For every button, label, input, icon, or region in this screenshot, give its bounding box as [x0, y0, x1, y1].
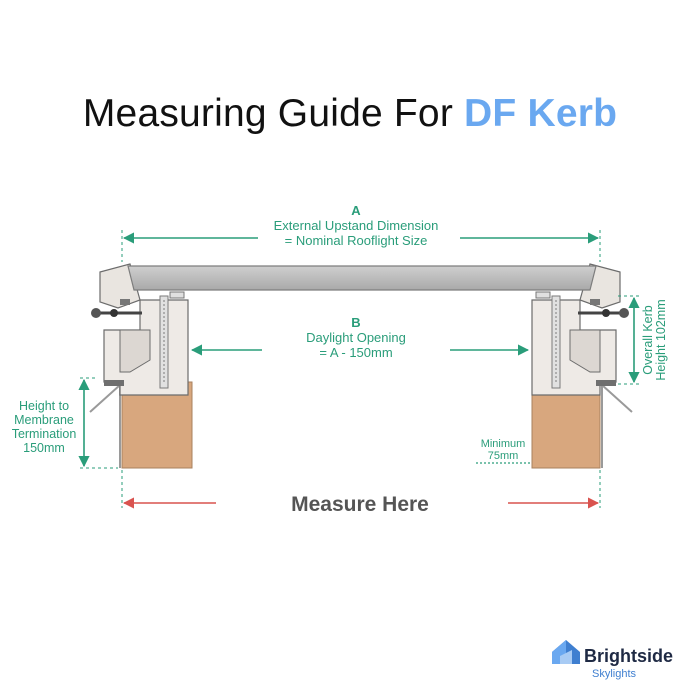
brand-name: Brightside: [584, 646, 673, 666]
title-accent: DF Kerb: [464, 92, 618, 135]
title-main: Measuring Guide For: [82, 92, 465, 135]
kerb-line2: Height 102mm: [654, 299, 668, 380]
brand-sub: Skylights: [592, 668, 637, 680]
measure-here-label: Measure Here: [291, 493, 429, 516]
membrane-line4: 150mm: [23, 441, 65, 455]
brightside-house-icon: [552, 640, 580, 664]
left-timber-upstand: [121, 381, 193, 469]
dimension-b-line2: = A - 150mm: [319, 345, 392, 360]
membrane-line1: Height to: [19, 399, 69, 413]
page-title: Measuring Guide For DF Kerb: [0, 92, 700, 136]
dimension-b-letter: B: [351, 315, 360, 330]
dimension-a-line2: = Nominal Rooflight Size: [285, 233, 428, 248]
minimum-line2: 75mm: [488, 450, 519, 462]
left-membrane: [89, 382, 121, 468]
minimum-line1: Minimum: [481, 438, 526, 450]
right-timber-upstand: [531, 381, 601, 469]
dimension-a-letter: A: [351, 203, 361, 218]
rooflight-glazing: [127, 265, 597, 291]
dimension-b-line1: Daylight Opening: [306, 330, 406, 345]
dimension-a-line1: External Upstand Dimension: [274, 218, 439, 233]
brightside-logo: Brightside Skylights: [552, 640, 673, 680]
right-membrane: [601, 382, 633, 468]
membrane-line3: Termination: [12, 427, 77, 441]
membrane-line2: Membrane: [14, 413, 74, 427]
kerb-line1: Overall Kerb: [641, 305, 655, 375]
left-kerb-profile: [91, 263, 189, 396]
